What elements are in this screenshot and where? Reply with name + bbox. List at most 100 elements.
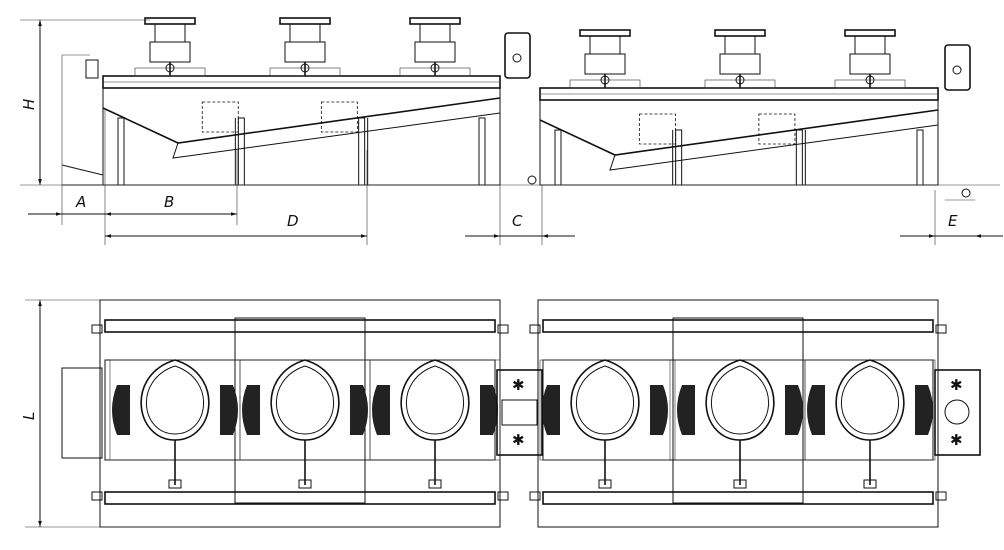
dim-e-label: E — [948, 212, 958, 230]
dim-c-label: C — [512, 212, 523, 230]
motor-body — [154, 23, 186, 43]
control-knob — [952, 65, 962, 75]
stator-blades-right — [350, 385, 368, 435]
motor-assembly-icon — [569, 29, 641, 89]
tank-body — [539, 100, 939, 186]
lifting-lug — [497, 491, 509, 501]
drain-valve — [527, 175, 537, 185]
motor-base — [834, 79, 906, 89]
bearing-housing — [414, 41, 456, 63]
impeller-cell-icon — [239, 359, 371, 489]
launder-bottom — [542, 491, 934, 505]
box-outline — [934, 369, 981, 456]
bearing-housing — [849, 53, 891, 75]
motor-cap — [279, 17, 331, 25]
froth-trough — [102, 97, 501, 144]
bearing-housing — [284, 41, 326, 63]
flotation-unit-elevation-2 — [539, 29, 971, 186]
support-leg — [237, 117, 245, 186]
level-control-box — [944, 44, 971, 91]
lifting-lug — [529, 324, 541, 334]
inspection-hatch — [320, 101, 358, 133]
elevation-view — [61, 17, 971, 198]
plan-dimensions: L — [20, 299, 200, 528]
drain-valve — [961, 188, 971, 198]
lifting-lug — [529, 491, 541, 501]
valve-symbol-icon: ✱ — [512, 376, 525, 394]
stator-blades-left — [242, 385, 260, 435]
dim-a-label: A — [75, 193, 86, 211]
feed-box-plan — [61, 367, 103, 459]
motor-body — [854, 35, 886, 55]
dim-d-label: D — [287, 212, 299, 230]
cells-row — [104, 359, 496, 461]
support-leg — [675, 129, 683, 186]
motor-cap — [579, 29, 631, 37]
impeller-cover — [400, 359, 470, 441]
bearing-housing — [719, 53, 761, 75]
impeller-cover-inner — [576, 365, 634, 435]
inspection-hatch — [201, 101, 239, 133]
motor-body — [419, 23, 451, 43]
stator-blades-left — [807, 385, 825, 435]
stator-blades-right — [220, 385, 238, 435]
elevation-dimensions: H A B D C E — [20, 19, 1003, 245]
impeller-cell-icon — [109, 359, 241, 489]
motor-base — [399, 67, 471, 77]
motor-base — [569, 79, 641, 89]
launder-bottom — [104, 491, 496, 505]
motor-cap — [144, 17, 196, 25]
valve — [598, 479, 612, 489]
dim-l-label: L — [20, 412, 38, 420]
support-leg — [916, 129, 924, 186]
connector-pipe — [501, 399, 538, 426]
feed-pipe — [85, 59, 99, 79]
intermediate-box-1: ✱✱ — [496, 369, 543, 456]
motor-cap — [409, 17, 461, 25]
stator-blades-right — [915, 385, 933, 435]
stator-blades-left — [677, 385, 695, 435]
launder-top — [542, 319, 934, 333]
motor-body — [724, 35, 756, 55]
lifting-lug — [91, 491, 103, 501]
valve — [733, 479, 747, 489]
feed-box — [61, 164, 104, 186]
impeller-cover — [140, 359, 210, 441]
dim-b-label: B — [164, 193, 174, 211]
discharge-lip — [172, 142, 189, 159]
stator-blades-right — [650, 385, 668, 435]
level-control-box — [504, 32, 531, 79]
impeller-cover — [835, 359, 905, 441]
impeller-cover — [570, 359, 640, 441]
stator-blades-left — [112, 385, 130, 435]
bearing-housing — [149, 41, 191, 63]
cells-row — [542, 359, 934, 461]
motor-assembly-icon — [399, 17, 471, 77]
support-leg — [554, 129, 562, 186]
motor-body — [589, 35, 621, 55]
valve — [298, 479, 312, 489]
dim-h-label: H — [20, 99, 38, 110]
valve-symbol-icon: ✱ — [950, 431, 963, 449]
impeller-cover-inner — [146, 365, 204, 435]
motor-assembly-icon — [269, 17, 341, 77]
inspection-hatch — [639, 113, 676, 145]
motor-assembly-icon — [704, 29, 776, 89]
impeller-cover-inner — [841, 365, 899, 435]
launder-top — [104, 319, 496, 333]
impeller-cell-icon — [539, 359, 671, 489]
valve-symbol-icon: ✱ — [950, 376, 963, 394]
flotation-unit-plan-1 — [91, 299, 509, 528]
valve — [428, 479, 442, 489]
motor-assembly-icon — [834, 29, 906, 89]
motor-base — [704, 79, 776, 89]
lifting-lug — [935, 491, 947, 501]
motor-body — [289, 23, 321, 43]
valve — [863, 479, 877, 489]
impeller-cover — [270, 359, 340, 441]
unit-outline — [537, 299, 939, 528]
motor-cap — [714, 29, 766, 37]
motor-cap — [844, 29, 896, 37]
stator-blades-right — [480, 385, 498, 435]
